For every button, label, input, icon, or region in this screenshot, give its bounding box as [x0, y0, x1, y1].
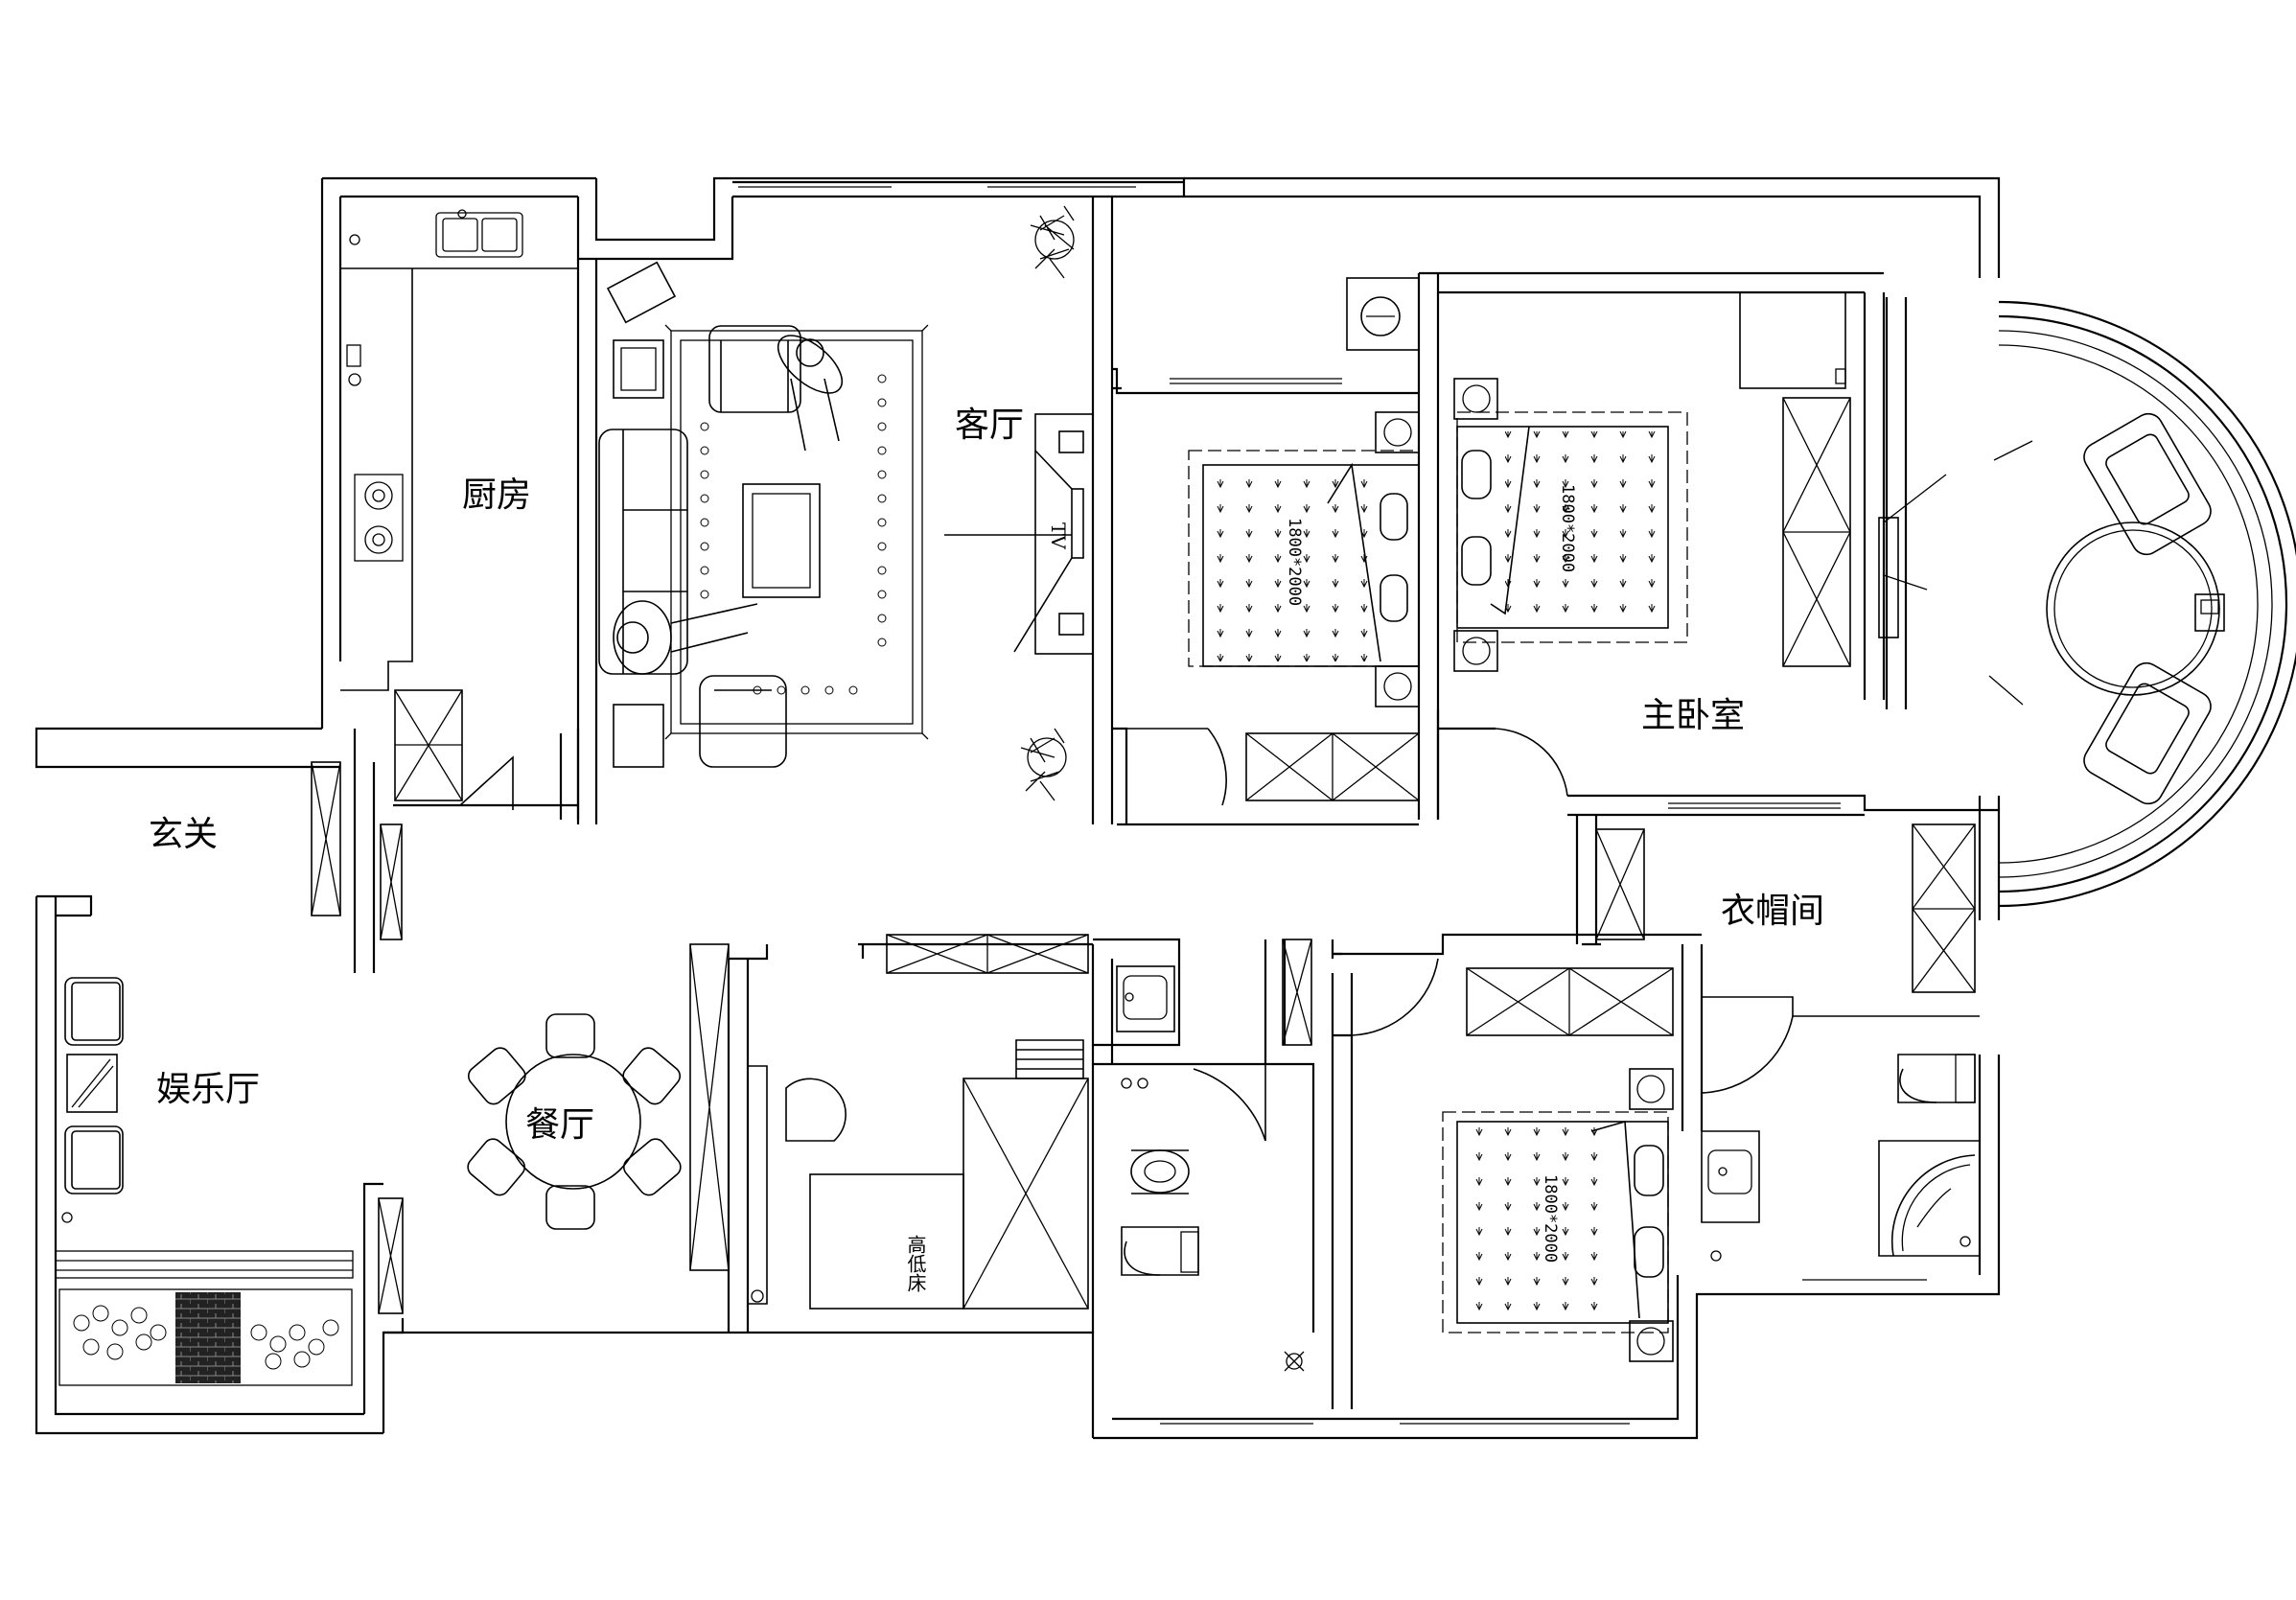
kitchen-label: 厨房 — [462, 475, 531, 515]
bedroom-1: 1800*2000 — [1112, 273, 1440, 826]
bay-window — [1885, 297, 2296, 908]
bunk-bed-label: 高低床 — [904, 1235, 927, 1292]
foyer — [311, 729, 376, 973]
bedroom-3: 1800*2000 — [1331, 933, 1702, 1409]
bed-2-size: 1800*2000 — [1558, 484, 1577, 572]
dining-label: 餐厅 — [525, 1105, 594, 1145]
tv-label: TV — [1047, 522, 1070, 549]
kitchen — [340, 209, 580, 940]
plant-bottom — [1020, 728, 1067, 801]
foyer-label: 玄关 — [149, 815, 218, 854]
master-bedroom-label: 主卧室 — [1641, 696, 1745, 735]
kids-room: 高低床 — [727, 934, 1095, 1333]
dining — [378, 943, 730, 1334]
plant-top — [1030, 205, 1075, 279]
master-bedroom: 1800*2000 — [1419, 271, 2225, 820]
living-room: TV — [576, 197, 1114, 824]
entertainment-room — [55, 977, 354, 1386]
pebbles — [73, 1305, 339, 1370]
bed-3-size: 1800*2000 — [1541, 1174, 1560, 1263]
outer-walls — [35, 176, 2001, 1440]
living-room-label: 客厅 — [955, 406, 1024, 445]
room-labels: 厨房 客厅 主卧室 玄关 衣帽间 娱乐厅 餐厅 — [149, 406, 1824, 1145]
bed-1-size: 1800*2000 — [1285, 518, 1304, 606]
cloakroom — [1567, 794, 1999, 1262]
entertainment-label: 娱乐厅 — [156, 1070, 260, 1109]
bathroom-2 — [1093, 938, 1334, 1372]
rug-fringe-dots — [700, 374, 887, 695]
cloakroom-label: 衣帽间 — [1721, 892, 1824, 931]
